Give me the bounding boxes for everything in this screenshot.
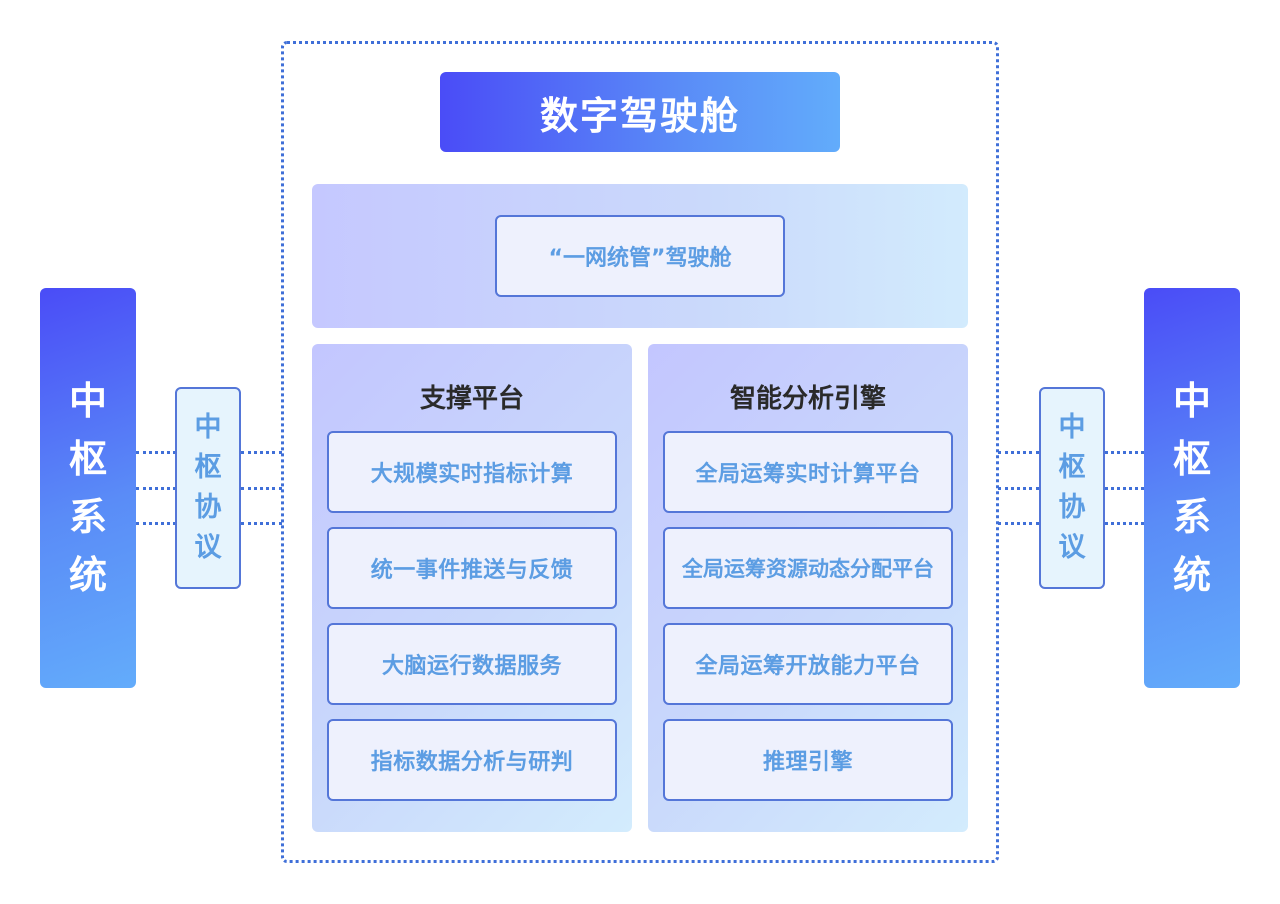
left-central-system[interactable]: 中 枢 系 统 — [40, 288, 136, 688]
cockpit-title: 数字驾驶舱 — [440, 72, 840, 152]
left-protocol-char: 枢 — [194, 452, 222, 483]
unified-management-cockpit-box[interactable]: “一网统管”驾驶舱 — [495, 215, 785, 297]
support-item-3[interactable]: 大脑运行数据服务 — [327, 623, 617, 705]
support-item-4[interactable]: 指标数据分析与研判 — [327, 719, 617, 801]
left-system-char: 枢 — [68, 437, 107, 481]
right-frame-link-2 — [998, 487, 1039, 490]
left-frame-link-3 — [241, 522, 282, 525]
engine-item-4[interactable]: 推理引擎 — [663, 719, 953, 801]
left-system-link-1 — [136, 451, 176, 454]
left-system-char: 系 — [68, 495, 107, 539]
left-frame-link-1 — [241, 451, 282, 454]
right-system-char: 枢 — [1172, 437, 1211, 481]
engine-item-2[interactable]: 全局运筹资源动态分配平台 — [663, 527, 953, 609]
engine-item-1[interactable]: 全局运筹实时计算平台 — [663, 431, 953, 513]
left-system-link-3 — [136, 522, 176, 525]
right-protocol-char: 枢 — [1058, 452, 1086, 483]
cockpit-frame — [281, 41, 999, 863]
right-protocol-char: 协 — [1058, 492, 1086, 523]
right-central-protocol[interactable]: 中 枢 协 议 — [1039, 387, 1105, 589]
left-system-char: 中 — [68, 379, 107, 423]
support-item-2[interactable]: 统一事件推送与反馈 — [327, 527, 617, 609]
right-frame-link-3 — [998, 522, 1039, 525]
left-frame-link-2 — [241, 487, 282, 490]
left-protocol-char: 协 — [194, 492, 222, 523]
support-item-1[interactable]: 大规模实时指标计算 — [327, 431, 617, 513]
left-central-protocol[interactable]: 中 枢 协 议 — [175, 387, 241, 589]
right-system-char: 系 — [1172, 495, 1211, 539]
left-system-link-2 — [136, 487, 176, 490]
analysis-engine-title: 智能分析引擎 — [729, 383, 886, 414]
right-system-link-2 — [1105, 487, 1144, 490]
right-frame-link-1 — [998, 451, 1039, 454]
right-system-link-1 — [1105, 451, 1144, 454]
left-protocol-char: 中 — [194, 412, 222, 443]
engine-item-3[interactable]: 全局运筹开放能力平台 — [663, 623, 953, 705]
right-central-system[interactable]: 中 枢 系 统 — [1144, 288, 1240, 688]
right-system-char: 中 — [1172, 379, 1211, 423]
right-system-char: 统 — [1172, 553, 1211, 597]
right-protocol-char: 议 — [1058, 532, 1086, 563]
left-protocol-char: 议 — [194, 532, 222, 563]
support-platform-title: 支撑平台 — [419, 383, 524, 414]
right-system-link-3 — [1105, 522, 1144, 525]
left-system-char: 统 — [68, 553, 107, 597]
right-protocol-char: 中 — [1058, 412, 1086, 443]
